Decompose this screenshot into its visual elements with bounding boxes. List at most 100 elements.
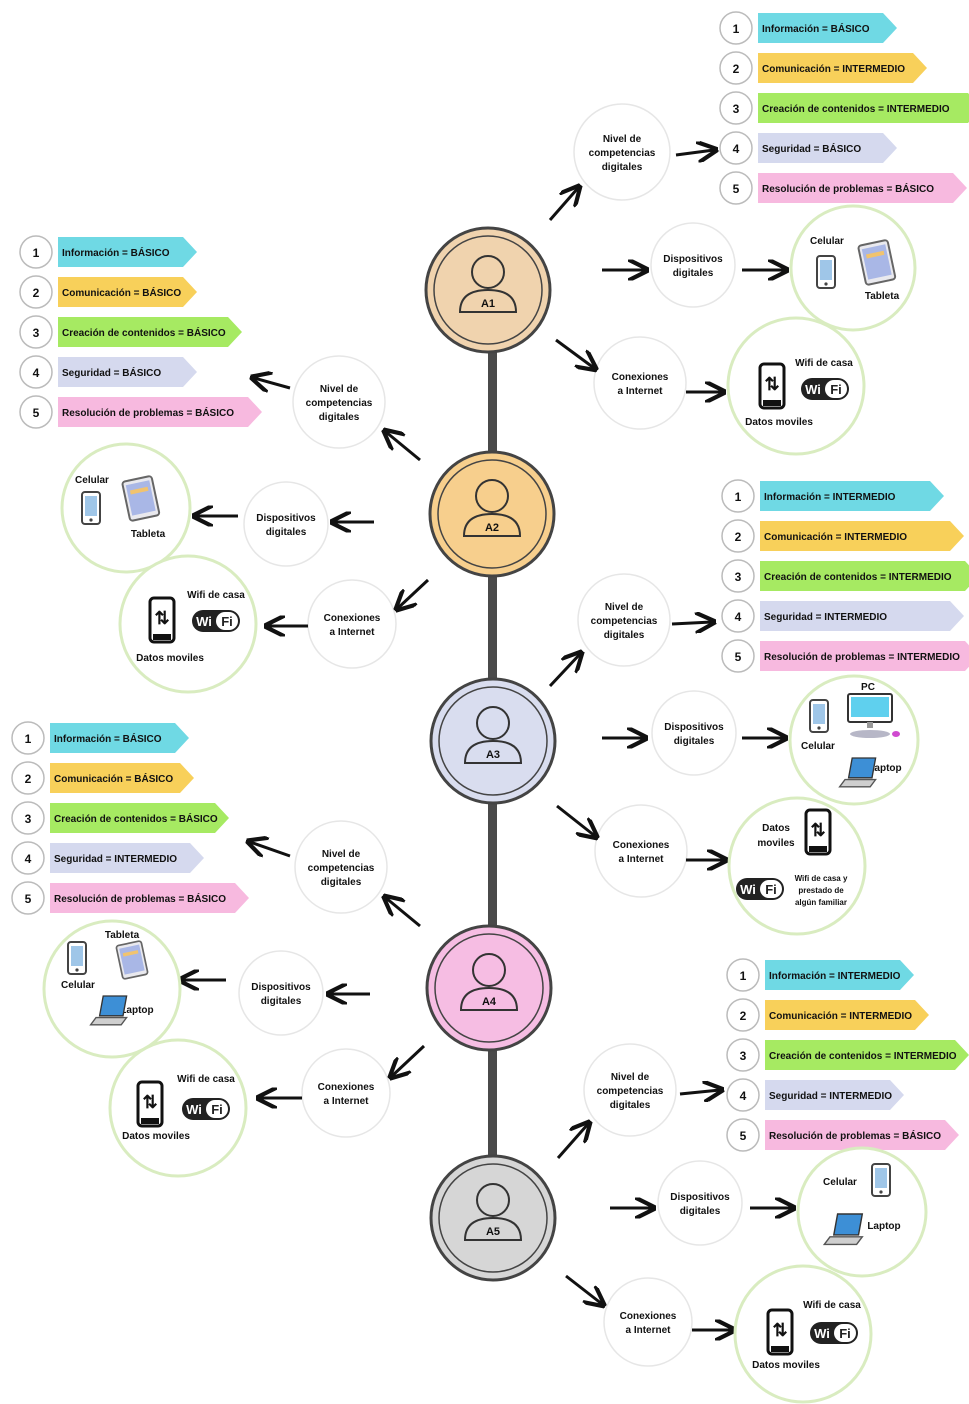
label-circle bbox=[583, 1043, 677, 1137]
wifi-fi-glyph: Fi bbox=[765, 882, 777, 897]
wifi-fi-glyph: Fi bbox=[221, 614, 233, 629]
competencia-tag bbox=[760, 561, 969, 591]
laptop-icon bbox=[89, 995, 128, 1026]
avatar-inner-ring bbox=[433, 235, 543, 345]
step-number: 2 bbox=[33, 286, 40, 300]
step-number: 2 bbox=[733, 62, 740, 76]
connection-label: Wifi de casa bbox=[795, 358, 853, 369]
label-circle bbox=[243, 481, 329, 567]
competencia-tag bbox=[758, 173, 967, 203]
label-circle bbox=[292, 355, 386, 449]
competencia-text: Resolución de problemas = BÁSICO bbox=[54, 892, 226, 905]
step-number-circle bbox=[721, 599, 755, 633]
connection-label: Datos moviles bbox=[745, 417, 813, 428]
step-number-circle bbox=[19, 355, 53, 389]
tablet-icon bbox=[115, 940, 149, 980]
phone-icon bbox=[871, 1163, 891, 1197]
arrow bbox=[548, 188, 578, 221]
competencia-text: Seguridad = INTERMEDIO bbox=[764, 612, 887, 623]
competencia-text: Seguridad = BÁSICO bbox=[762, 142, 861, 155]
label-circle bbox=[651, 690, 737, 776]
label-line: Conexiones bbox=[612, 372, 669, 383]
step-number: 3 bbox=[33, 326, 40, 340]
tablet-icon bbox=[121, 475, 161, 522]
step-number-circle bbox=[19, 395, 53, 429]
competencia-text: Comunicación = INTERMEDIO bbox=[769, 1011, 912, 1022]
step-number: 4 bbox=[740, 1089, 747, 1103]
device-label: Celular bbox=[810, 236, 844, 247]
label-line: Conexiones bbox=[324, 613, 381, 624]
competencia-tag bbox=[758, 93, 969, 123]
label-line: Nivel de bbox=[322, 849, 361, 860]
competencia-text: Comunicación = INTERMEDIO bbox=[764, 532, 907, 543]
competencia-text: Resolución de problemas = BÁSICO bbox=[769, 1129, 941, 1142]
device-label: Tableta bbox=[131, 529, 166, 540]
label-line: digitales bbox=[266, 527, 307, 538]
connection-label-line: algún familiar bbox=[795, 898, 847, 907]
competencia-text: Creación de contenidos = INTERMEDIO bbox=[762, 104, 950, 115]
label-circle bbox=[307, 579, 397, 669]
phone-icon bbox=[81, 491, 101, 525]
label-line: a Internet bbox=[625, 1325, 671, 1336]
device-label: Tableta bbox=[105, 930, 140, 941]
step-number-circle bbox=[721, 519, 755, 553]
competencia-text: Creación de contenidos = INTERMEDIO bbox=[769, 1051, 957, 1062]
competencia-text: Comunicación = BÁSICO bbox=[54, 772, 173, 785]
data-arrows-icon: ⇅ bbox=[764, 374, 779, 394]
student-id: A5 bbox=[486, 1226, 500, 1238]
competencia-tag bbox=[765, 960, 914, 990]
student-avatar-a1: A1 bbox=[424, 226, 552, 354]
competencia-tag bbox=[758, 13, 897, 43]
label-circle bbox=[594, 804, 688, 898]
bubble-circle bbox=[726, 316, 866, 456]
bubble-circle bbox=[733, 1264, 873, 1404]
label-line: digitales bbox=[673, 268, 714, 279]
label-circle bbox=[650, 222, 736, 308]
wifi-wi-glyph: Wi bbox=[814, 1326, 830, 1341]
label-line: a Internet bbox=[329, 627, 375, 638]
data-arrows-icon: ⇅ bbox=[142, 1092, 157, 1112]
label-line: competencias bbox=[597, 1086, 664, 1097]
arrow bbox=[556, 804, 595, 836]
label-circle bbox=[593, 336, 687, 430]
competencia-tag bbox=[58, 277, 197, 307]
avatar-inner-ring bbox=[437, 459, 547, 569]
competencia-tag bbox=[50, 723, 189, 753]
label-circle bbox=[238, 950, 324, 1036]
laptop-icon bbox=[822, 1213, 864, 1246]
arrow bbox=[675, 150, 714, 155]
label-line: a Internet bbox=[617, 386, 663, 397]
connection-label-line: Wifi de casa y bbox=[795, 874, 848, 883]
step-number-circle bbox=[719, 171, 753, 205]
label-line: Dispositivos bbox=[670, 1192, 730, 1203]
step-number-circle bbox=[719, 131, 753, 165]
label-circle bbox=[294, 820, 388, 914]
label-line: digitales bbox=[602, 162, 643, 173]
label-line: Conexiones bbox=[613, 840, 670, 851]
competencia-text: Resolución de problemas = INTERMEDIO bbox=[764, 652, 960, 663]
step-number-circle bbox=[11, 841, 45, 875]
arrow bbox=[254, 378, 291, 388]
competencia-text: Información = BÁSICO bbox=[54, 732, 162, 745]
label-line: digitales bbox=[319, 412, 360, 423]
label-line: Nivel de bbox=[320, 384, 359, 395]
step-number: 5 bbox=[735, 650, 742, 664]
